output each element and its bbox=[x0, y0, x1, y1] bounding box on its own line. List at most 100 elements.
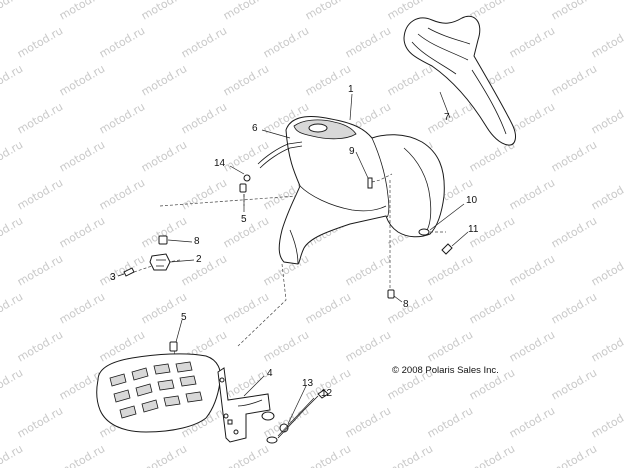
callout-4: 4 bbox=[267, 368, 273, 379]
watermark-text: motod.ru bbox=[343, 328, 393, 364]
part-7-rack-pad bbox=[403, 15, 516, 146]
watermark-text: motod.ru bbox=[589, 252, 625, 288]
part-6-rod bbox=[257, 141, 303, 169]
callout-11: 11 bbox=[468, 224, 479, 235]
part-11-screw bbox=[441, 243, 453, 255]
watermark-text: motod.ru bbox=[467, 442, 517, 468]
watermark-text: motod.ru bbox=[57, 442, 107, 468]
watermark-text: motod.ru bbox=[15, 24, 65, 60]
watermark-text: motod.ru bbox=[0, 366, 25, 402]
callout-10: 10 bbox=[466, 195, 478, 206]
watermark-text: motod.ru bbox=[303, 62, 353, 98]
watermark-text: motod.ru bbox=[425, 404, 475, 440]
watermark-text: motod.ru bbox=[139, 138, 189, 174]
watermark-text: motod.ru bbox=[261, 328, 311, 364]
watermark-text: motod.ru bbox=[0, 62, 25, 98]
callout-5-upper: 5 bbox=[241, 214, 247, 225]
watermark-text: motod.ru bbox=[549, 290, 599, 326]
watermark-text: motod.ru bbox=[549, 0, 599, 23]
part-2-bracket bbox=[123, 235, 171, 277]
callout-8-upper: 8 bbox=[194, 236, 200, 247]
callout-6: 6 bbox=[252, 123, 258, 134]
watermark-text: motod.ru bbox=[0, 290, 25, 326]
watermark-text: motod.ru bbox=[57, 0, 107, 23]
callout-leaders bbox=[117, 91, 469, 437]
watermark-text: motod.ru bbox=[589, 404, 625, 440]
watermark-text: motod.ru bbox=[15, 404, 65, 440]
watermark-text: motod.ru bbox=[97, 176, 147, 212]
copyright-notice: © 2008 Polaris Sales Inc. bbox=[392, 365, 499, 376]
watermark-text: motod.ru bbox=[589, 100, 625, 136]
callout-9: 9 bbox=[349, 146, 355, 157]
watermark-text: motod.ru bbox=[15, 176, 65, 212]
watermark-text: motod.ru bbox=[179, 176, 229, 212]
callout-14: 14 bbox=[214, 158, 226, 169]
watermark-text: motod.ru bbox=[139, 0, 189, 23]
callout-5-lower: 5 bbox=[181, 312, 187, 323]
watermark-text: motod.ru bbox=[221, 138, 271, 174]
watermark-text: motod.ru bbox=[589, 24, 625, 60]
watermark-text: motod.ru bbox=[589, 328, 625, 364]
watermark-text: motod.ru bbox=[0, 0, 25, 23]
watermark-text: motod.ru bbox=[221, 0, 271, 23]
callout-1: 1 bbox=[348, 84, 354, 95]
watermark-text: motod.ru bbox=[549, 442, 599, 468]
watermark-text: motod.ru bbox=[57, 62, 107, 98]
watermark-text: motod.ru bbox=[589, 176, 625, 212]
watermark-text: motod.ru bbox=[385, 62, 435, 98]
callout-12: 12 bbox=[321, 388, 333, 399]
part-1-front-cab bbox=[278, 116, 445, 265]
callout-2: 2 bbox=[196, 254, 202, 265]
part-5-pin-lower bbox=[169, 341, 178, 352]
callout-8-lower: 8 bbox=[403, 299, 409, 310]
watermark-text: motod.ru bbox=[0, 138, 25, 174]
watermark-text: motod.ru bbox=[139, 442, 189, 468]
watermark-text: motod.ru bbox=[343, 24, 393, 60]
watermark-text: motod.ru bbox=[15, 252, 65, 288]
part-8-clip-lower bbox=[387, 289, 395, 299]
watermark-text: motod.ru bbox=[549, 138, 599, 174]
callout-3: 3 bbox=[110, 272, 116, 283]
watermark-text: motod.ru bbox=[425, 328, 475, 364]
watermark-text: motod.ru bbox=[343, 404, 393, 440]
watermark-text: motod.ru bbox=[15, 328, 65, 364]
watermark-text: motod.ru bbox=[425, 100, 475, 136]
watermark-text: motod.ru bbox=[507, 328, 557, 364]
watermark-text: motod.ru bbox=[139, 62, 189, 98]
watermark-text: motod.ru bbox=[139, 214, 189, 250]
watermark-text: motod.ru bbox=[57, 138, 107, 174]
watermark-text: motod.ru bbox=[549, 214, 599, 250]
watermark-text: motod.ru bbox=[0, 214, 25, 250]
watermark-text: motod.ru bbox=[179, 100, 229, 136]
watermark-text: motod.ru bbox=[57, 290, 107, 326]
part-4-bracket bbox=[217, 367, 275, 443]
watermark-text: motod.ru bbox=[507, 252, 557, 288]
watermark-text: motod.ru bbox=[343, 252, 393, 288]
watermark-text: motod.ru bbox=[15, 100, 65, 136]
callout-13: 13 bbox=[302, 378, 314, 389]
watermark-text: motod.ru bbox=[507, 24, 557, 60]
watermark-text: motod.ru bbox=[303, 442, 353, 468]
watermark-text: motod.ru bbox=[97, 24, 147, 60]
watermark-text: motod.ru bbox=[221, 62, 271, 98]
watermark-text: motod.ru bbox=[179, 24, 229, 60]
callout-labels: 1 2 3 4 5 5 6 7 8 8 9 10 11 12 13 14 bbox=[110, 84, 479, 399]
part-9-pin bbox=[367, 177, 373, 189]
watermark-text: motod.ru bbox=[303, 290, 353, 326]
footrest-board bbox=[96, 353, 221, 433]
watermark-text: motod.ru bbox=[179, 252, 229, 288]
watermark-text: motod.ru bbox=[549, 366, 599, 402]
callout-7: 7 bbox=[444, 112, 450, 123]
part-12-13-hardware bbox=[237, 389, 329, 444]
watermark-text: motod.ru bbox=[507, 404, 557, 440]
part-14-washer bbox=[239, 174, 251, 193]
watermark-text: motod.ru bbox=[57, 214, 107, 250]
watermark-text: motod.ru bbox=[549, 62, 599, 98]
watermark-text: motod.ru bbox=[303, 0, 353, 23]
watermark-text: motod.ru bbox=[97, 100, 147, 136]
watermark-text: motod.ru bbox=[467, 290, 517, 326]
watermark-text: motod.ru bbox=[385, 442, 435, 468]
watermark-text: motod.ru bbox=[261, 24, 311, 60]
